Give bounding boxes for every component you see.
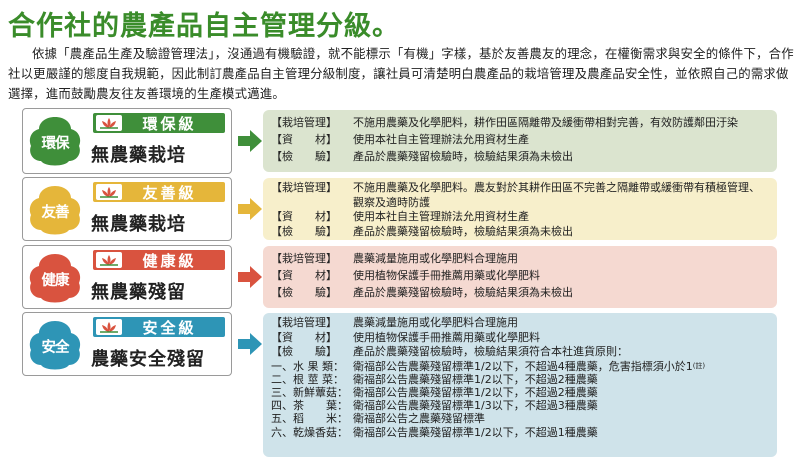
tree-emblem-icon: 健康 — [27, 252, 83, 306]
grade-tag-label: 友善級 — [142, 183, 197, 202]
tree-emblem-icon: 友善 — [27, 184, 83, 238]
detail-row-inspection: 【檢 驗】產品於農藥殘留檢驗時，檢驗結果須為未檢出 — [271, 224, 573, 238]
lotus-logo-icon — [96, 184, 122, 200]
emblem-label: 友善 — [41, 204, 70, 221]
list-item: 五、稻 米：衛福部公告之農藥殘留標準 — [271, 412, 485, 426]
detail-row-cultivation: 【栽培管理】不施用農藥及化學肥料。農友對於其耕作田區不完善之隔離帶或緩衝帶有積極… — [271, 181, 760, 209]
grade-tag: 友善級 — [93, 182, 225, 202]
lotus-logo-icon — [96, 319, 122, 335]
intro-paragraph: 依據「農產品生產及驗證管理法」，沒通過有機驗證，就不能標示「有機」字樣，基於友善… — [8, 46, 794, 101]
detail-row-cultivation: 【栽培管理】不施用農藥及化學肥料，耕作田區隔離帶及緩衝帶相對完善，有效防護鄰田汙… — [271, 116, 738, 129]
emblem-label: 安全 — [41, 339, 70, 356]
detail-row-materials: 【資 材】使用植物保護手冊推薦用藥或化學肥料 — [271, 269, 540, 282]
detail-row-materials: 【資 材】使用本社自主管理辦法允用資材生產 — [271, 210, 529, 223]
grade-name: 無農藥殘留 — [91, 282, 186, 303]
page-title: 合作社的農產品自主管理分級。 — [8, 11, 400, 42]
grade-tag-label: 環保級 — [142, 114, 197, 133]
detail-row-inspection: 【檢 驗】產品於農藥殘留檢驗時，檢驗結果須符合本社進貨原則： — [271, 345, 628, 358]
detail-row-inspection: 【檢 驗】產品於農藥殘留檢驗時，檢驗結果須為未檢出 — [271, 286, 573, 299]
grade-tag-label: 健康級 — [142, 251, 197, 270]
grade-details-healthy: 【栽培管理】農藥減量施用或化學肥料合理施用 【資 材】使用植物保護手冊推薦用藥或… — [263, 246, 777, 308]
detail-row-cultivation: 【栽培管理】農藥減量施用或化學肥料合理施用 — [271, 252, 518, 265]
grade-card-healthy: 健康 健康級 無農藥殘留 — [22, 245, 232, 309]
emblem-label: 環保 — [41, 135, 70, 152]
detail-row-materials: 【資 材】使用本社自主管理辦法允用資材生產 — [271, 133, 529, 146]
emblem-label: 健康 — [41, 272, 70, 289]
grade-card-friendly: 友善 友善級 無農藥栽培 — [22, 177, 232, 241]
arrow-right-icon — [238, 266, 262, 288]
list-item: 二、根 莖 菜：衛福部公告農藥殘留標準1/2以下，不超過2種農藥 — [271, 372, 598, 386]
list-item: 六、乾燥香菇：衛福部公告農藥殘留標準1/2以下，不超過1種農藥 — [271, 425, 598, 439]
tree-emblem-icon: 安全 — [27, 319, 83, 373]
grade-name: 農藥安全殘留 — [91, 349, 205, 370]
grade-tag: 環保級 — [93, 113, 225, 133]
grade-tag: 安全級 — [93, 317, 225, 337]
arrow-right-icon — [238, 130, 262, 152]
grade-name: 無農藥栽培 — [91, 214, 186, 235]
grade-details-friendly: 【栽培管理】不施用農藥及化學肥料。農友對於其耕作田區不完善之隔離帶或緩衝帶有積極… — [263, 178, 777, 240]
grade-details-environmental: 【栽培管理】不施用農藥及化學肥料，耕作田區隔離帶及緩衝帶相對完善，有效防護鄰田汙… — [263, 110, 777, 172]
inspection-criteria-list: 一、水 果 類：衛福部公告農藥殘留標準1/2以下，不超過4種農藥，危害指標須小於… — [271, 360, 767, 439]
detail-row-materials: 【資 材】使用植物保護手冊推薦用藥或化學肥料 — [271, 330, 540, 344]
tree-emblem-icon: 環保 — [27, 115, 83, 169]
grade-card-safe: 安全 安全級 農藥安全殘留 — [22, 312, 232, 376]
detail-row-inspection: 【檢 驗】產品於農藥殘留檢驗時，檢驗結果須為未檢出 — [271, 150, 573, 163]
detail-row-cultivation: 【栽培管理】農藥減量施用或化學肥料合理施用 — [271, 316, 518, 329]
arrow-right-icon — [238, 198, 262, 220]
grade-tag-label: 安全級 — [142, 318, 197, 337]
grade-tag: 健康級 — [93, 250, 225, 270]
lotus-logo-icon — [96, 115, 122, 131]
lotus-logo-icon — [96, 252, 122, 268]
grade-card-environmental: 環保 環保級 無農藥栽培 — [22, 108, 232, 174]
grade-details-safe: 【栽培管理】農藥減量施用或化學肥料合理施用 【資 材】使用植物保護手冊推薦用藥或… — [263, 313, 777, 457]
list-item: 三、新鮮蕈菇：衛福部公告農藥殘留標準1/2以下，不超過2種農藥 — [271, 385, 598, 399]
list-item: 四、茶 葉：衛福部公告農藥殘留標準1/3以下，不超過3種農藥 — [271, 399, 598, 413]
footnote-marker: (註) — [692, 361, 706, 370]
arrow-right-icon — [238, 333, 262, 355]
grade-name: 無農藥栽培 — [91, 145, 186, 166]
list-item: 一、水 果 類：衛福部公告農藥殘留標準1/2以下，不超過4種農藥，危害指標須小於… — [271, 359, 706, 373]
